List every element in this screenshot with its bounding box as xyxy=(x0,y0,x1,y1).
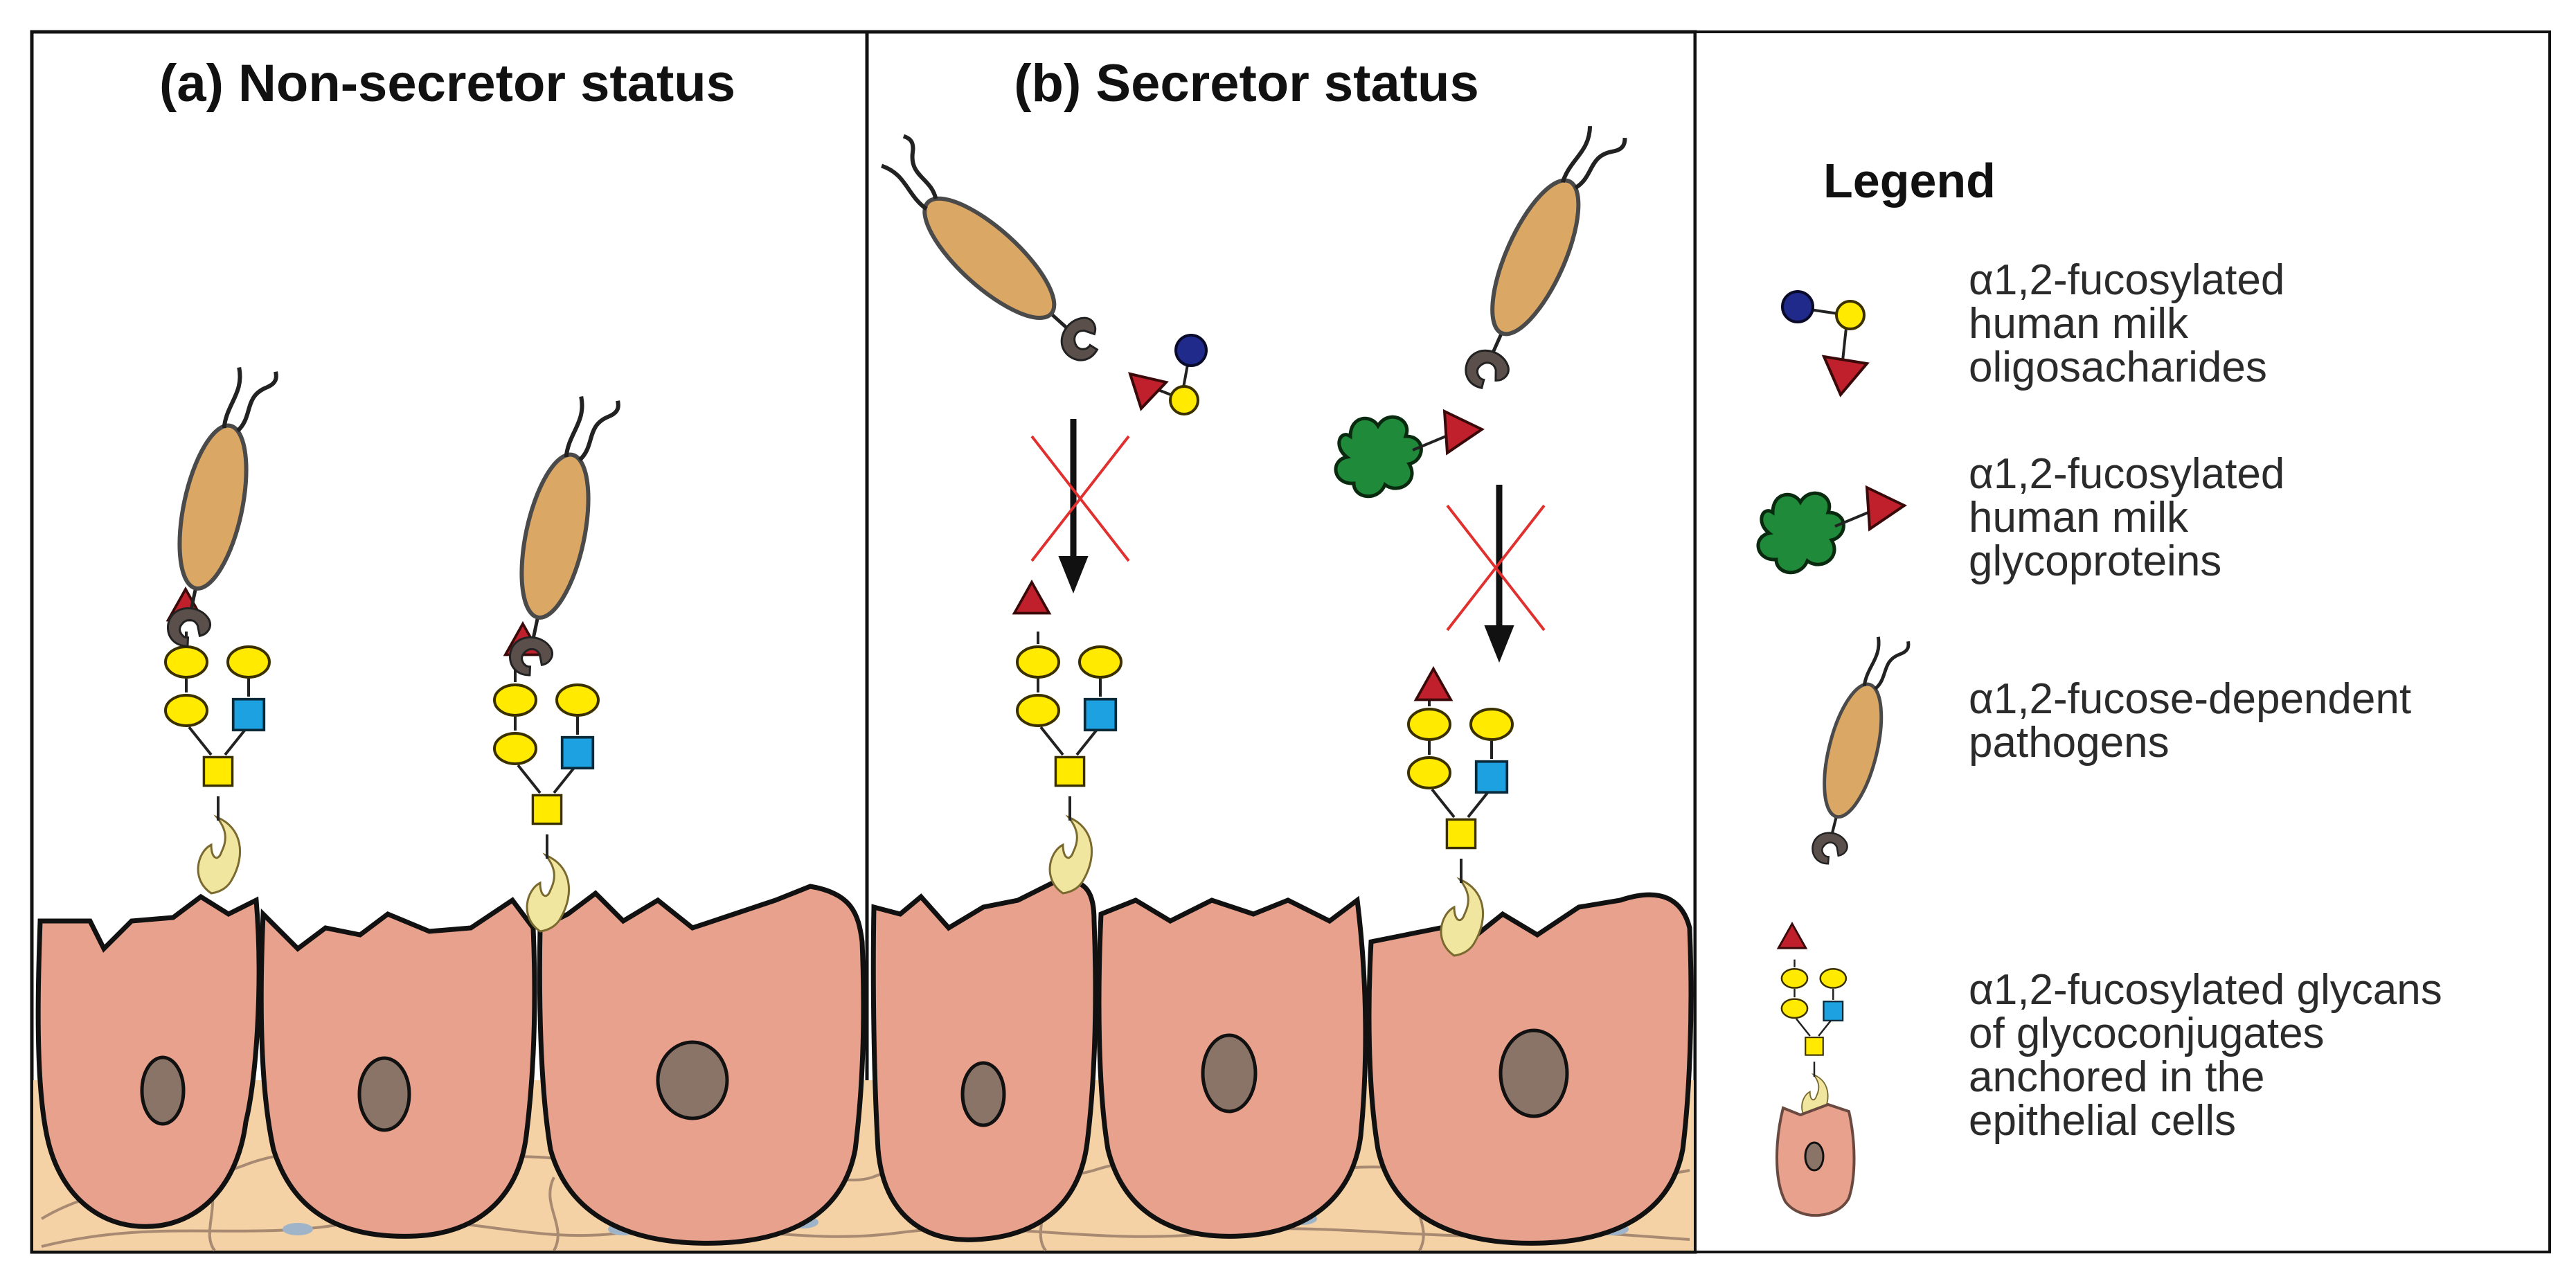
nucleus xyxy=(960,1061,1006,1127)
nucleus xyxy=(1499,1028,1569,1118)
legend-item-epithelial-glycan-text: α1,2-fucosylated glycans of glycoconjuga… xyxy=(1969,966,2454,1145)
legend-item-glycoprotein-text: α1,2-fucosylated human milk glycoprotein… xyxy=(1969,450,2297,585)
legend-item-pathogen-text: α1,2-fucose-dependent pathogens xyxy=(1969,675,2423,767)
legend-item-hmo-text: α1,2-fucosylated human milk oligosachari… xyxy=(1969,256,2297,391)
fucosylated-hmo-icon xyxy=(1781,290,1870,397)
epithelial-cell xyxy=(870,877,1098,1242)
legend-heading: Legend xyxy=(1823,154,1996,208)
nucleus xyxy=(140,1055,186,1126)
panel-a-title: (a) Non-secretor status xyxy=(159,54,735,113)
legend-frame xyxy=(1694,30,2551,1253)
nucleus xyxy=(357,1056,411,1132)
nucleus xyxy=(656,1040,729,1120)
epithelial-cell xyxy=(35,893,262,1229)
epithelial-glycan-icon xyxy=(1776,922,1856,1217)
nucleus xyxy=(1201,1033,1258,1113)
nuclei xyxy=(140,1028,1569,1132)
panel-b-title: (b) Secretor status xyxy=(1014,54,1479,113)
